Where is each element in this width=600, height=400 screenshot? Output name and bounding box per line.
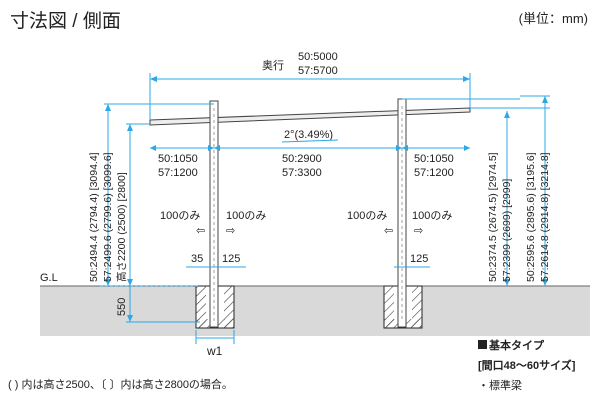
- post-height-left: 高さ2200 (2500) [2800]: [115, 172, 128, 282]
- right-span-57: 57:1200: [414, 167, 454, 179]
- mid-span-50: 50:2900: [282, 153, 322, 165]
- gl-label: G.L: [40, 272, 58, 284]
- left-span-57: 57:1200: [158, 167, 198, 179]
- legend: 基本タイプ [間口48～60サイズ] ・標準梁: [478, 336, 575, 396]
- total-height-right-57: 57:2614.8 (2914.8) [3214.8]: [539, 152, 551, 282]
- roof-panel: [149, 107, 471, 126]
- legend-title: 基本タイプ: [478, 336, 575, 356]
- depth-57: 57:5700: [298, 65, 338, 77]
- legend-size-range: [間口48～60サイズ]: [478, 360, 576, 372]
- square-icon: [478, 340, 487, 349]
- arrow-left-icon: ⇦: [384, 225, 393, 237]
- only100-label-2: 100のみ: [226, 209, 266, 222]
- mid-span-57: 57:3300: [282, 167, 322, 179]
- left-post: [209, 100, 219, 328]
- post-width-35: 35: [191, 253, 203, 265]
- arrow-right-icon: ⇨: [226, 225, 235, 237]
- total-height-right-50: 50:2595.6 (2895.6) [3195.6]: [525, 152, 537, 282]
- unit-label: (単位：mm): [518, 11, 588, 26]
- depth-arrow-left: [150, 76, 157, 82]
- right-span-50: 50:1050: [414, 153, 454, 165]
- footnote: ( ) 内は高さ2500、〔 〕内は高さ2800の場合。: [8, 379, 233, 391]
- only100-label-1: 100のみ: [160, 209, 200, 222]
- ground-section: [40, 286, 590, 336]
- depth-arrow-right: [463, 76, 470, 82]
- right-post: [397, 98, 407, 328]
- legend-beam: ・標準梁: [478, 380, 522, 392]
- inner-height-right-50: 50:2374.5 (2674.5) [2974.5]: [487, 152, 499, 282]
- w1-label: w1: [206, 344, 223, 358]
- depth-50: 50:5000: [298, 51, 338, 63]
- depth-label: 奥行: [262, 58, 284, 72]
- only100-label-4: 100のみ: [412, 209, 452, 222]
- arrow-right-icon: ⇨: [414, 225, 423, 237]
- page-title: 寸法図 / 側面: [10, 11, 121, 32]
- post-width-125-left: 125: [222, 253, 240, 265]
- total-height-left-50: 50:2494.4 (2794.4) [3094.4]: [88, 152, 100, 282]
- total-height-left-57: 57:2499.6 (2799.6) [3099.6]: [102, 152, 114, 282]
- only100-label-3: 100のみ: [347, 209, 387, 222]
- inner-height-right-57: 57:2399 (2699) [2999]: [501, 179, 513, 282]
- post-width-125-right: 125: [410, 253, 428, 265]
- arrow-left-icon: ⇦: [196, 225, 205, 237]
- slope-label: 2°(3.49%): [284, 129, 333, 141]
- foundation-depth-550: 550: [116, 298, 128, 316]
- left-span-50: 50:1050: [158, 153, 198, 165]
